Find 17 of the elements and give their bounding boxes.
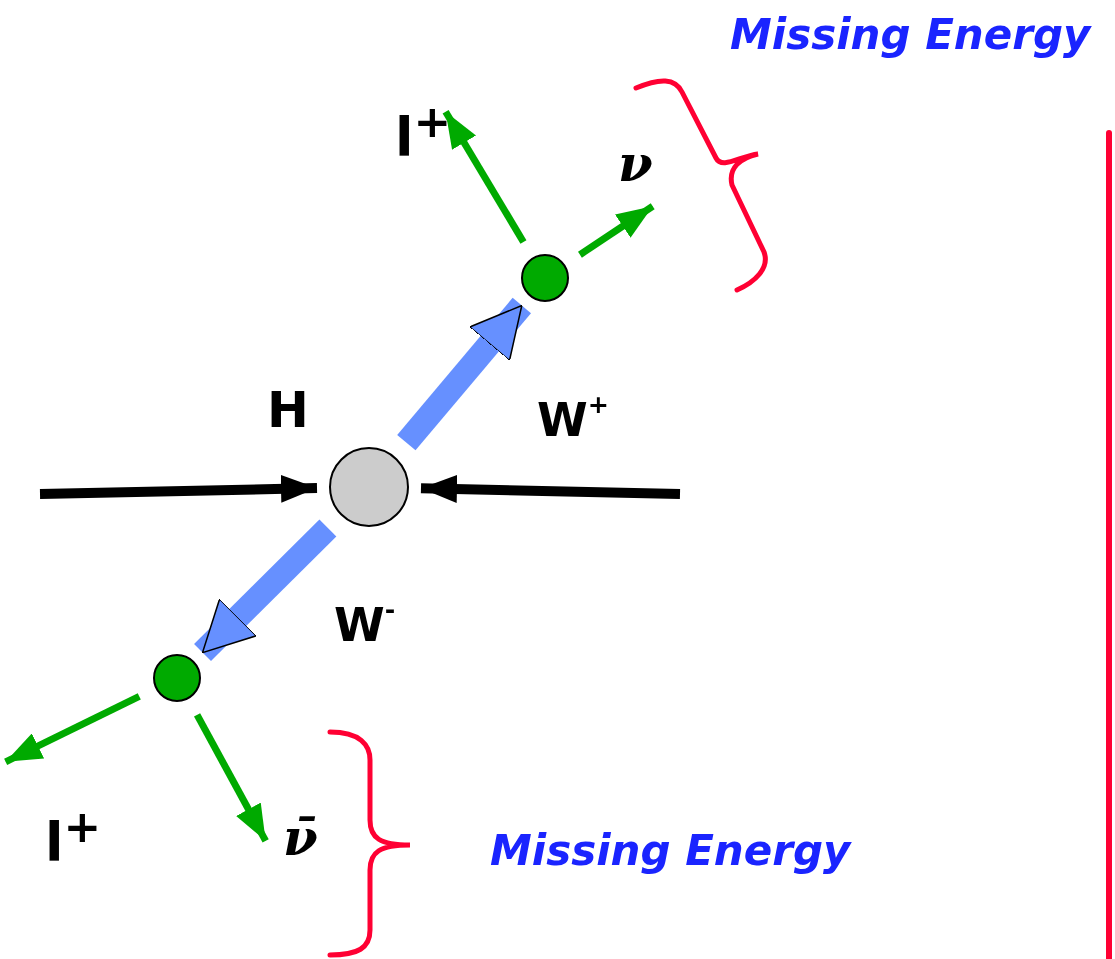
particle-label: l$^{+}$ [45,803,102,872]
decay-arrow [194,713,269,843]
decay-arrow [578,203,655,258]
decay-vertex-dot [521,254,569,302]
decay-vertex-dot [153,654,201,702]
decay-arrow [442,109,527,244]
particle-label: ν [618,138,653,191]
beam-arrow [420,475,681,503]
particle-label: ν̄ [283,812,318,865]
beam-arrow [39,474,318,503]
annotation-text: Missing Energy [490,830,851,872]
boson-arrow [194,519,337,662]
annotation-text: Missing Energy [730,14,1091,56]
particle-label: H [267,385,309,435]
decay-arrow [4,693,141,765]
boson-arrow [397,297,531,451]
particle-label: l$^{+}$ [395,98,452,167]
